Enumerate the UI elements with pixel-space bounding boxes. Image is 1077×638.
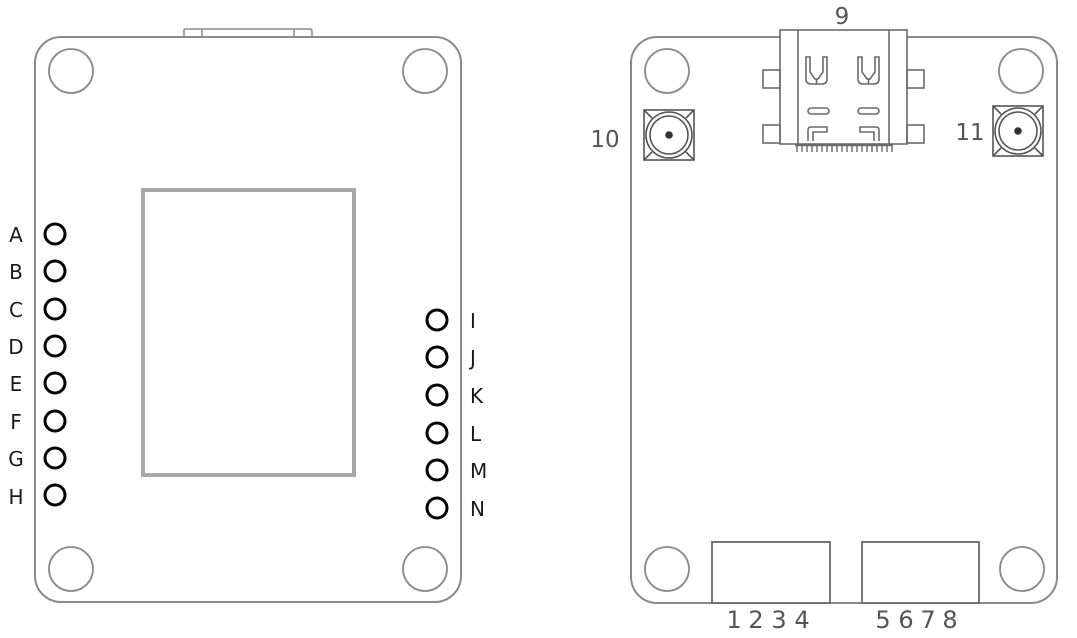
pin-label-c: C <box>9 298 23 322</box>
pin-label-b: B <box>9 260 23 284</box>
pin-label-k: K <box>470 384 484 408</box>
pin-f <box>43 409 67 433</box>
antenna-right-label: 11 <box>955 120 985 146</box>
pin-d <box>43 334 67 358</box>
left-board-outline <box>34 36 462 603</box>
pin-label-i: I <box>470 309 476 333</box>
pin-label-h: H <box>8 485 24 509</box>
top-edge-connector <box>183 28 313 37</box>
connector-pin-5: 5 <box>875 606 891 634</box>
connector-pin-4: 4 <box>794 606 810 634</box>
right-board <box>630 29 1058 604</box>
pin-e <box>43 371 67 395</box>
antenna-left-label: 10 <box>590 127 620 153</box>
connector-pin-6: 6 <box>898 606 914 634</box>
right-pin-header <box>425 308 449 520</box>
mounting-hole-icon <box>644 546 690 592</box>
mounting-hole-icon <box>48 48 94 94</box>
pin-label-l: L <box>470 422 482 446</box>
pin-label-a: A <box>9 223 23 247</box>
mounting-hole-icon <box>48 546 94 592</box>
usb-c-connector-icon <box>762 29 925 152</box>
pin-l <box>425 421 449 445</box>
mounting-hole-icon <box>998 48 1044 94</box>
pin-label-j: J <box>470 346 476 370</box>
mounting-hole-icon <box>999 546 1045 592</box>
left-pin-header <box>43 222 67 507</box>
pin-a <box>43 222 67 246</box>
connector-pin-3: 3 <box>771 606 787 634</box>
pin-label-n: N <box>470 497 485 521</box>
chip-outline <box>141 188 356 477</box>
mounting-hole-icon <box>644 48 690 94</box>
pin-label-e: E <box>9 372 23 396</box>
connector-1-4 <box>711 541 831 604</box>
connector-5-8 <box>861 541 980 604</box>
pin-label-d: D <box>8 335 24 359</box>
mounting-hole-icon <box>402 546 448 592</box>
pin-k <box>425 383 449 407</box>
pin-label-f: F <box>10 410 22 434</box>
mounting-hole-icon <box>402 48 448 94</box>
pin-m <box>425 458 449 482</box>
connector-pin-2: 2 <box>748 606 764 634</box>
left-board <box>34 28 462 603</box>
antenna-connector-left-icon <box>643 109 695 161</box>
connector-pin-1: 1 <box>726 606 742 634</box>
usb-c-label: 9 <box>834 4 850 30</box>
antenna-connector-right-icon <box>992 105 1044 157</box>
pin-label-g: G <box>8 447 24 471</box>
pin-n <box>425 496 449 520</box>
pin-b <box>43 259 67 283</box>
connector-pin-8: 8 <box>942 606 958 634</box>
pin-i <box>425 308 449 332</box>
pin-label-m: M <box>470 459 488 483</box>
pin-j <box>425 345 449 369</box>
pin-c <box>43 297 67 321</box>
pin-h <box>43 483 67 507</box>
pin-g <box>43 446 67 470</box>
connector-pin-7: 7 <box>920 606 936 634</box>
